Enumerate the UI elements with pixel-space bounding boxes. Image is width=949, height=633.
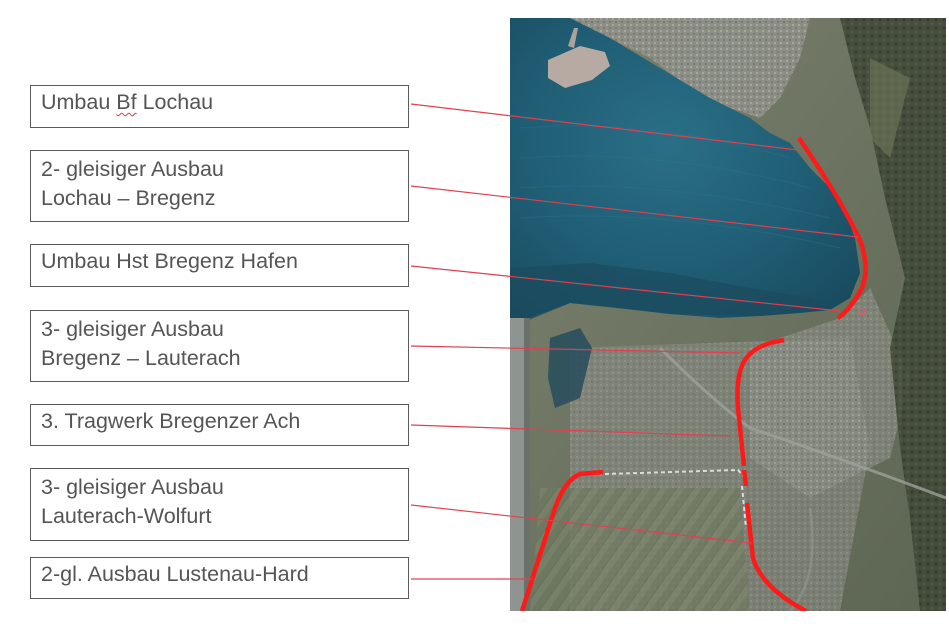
spellcheck-underlined-word[interactable]: Bf <box>116 90 137 114</box>
label-2-gleisiger-ausbau-lochau-bregenz: 2- gleisiger Ausbau Lochau – Bregenz <box>30 150 409 222</box>
label-text-line-1: 3- gleisiger Ausbau <box>41 317 224 341</box>
label-umbau-bf-lochau: Umbau Bf Lochau <box>30 85 409 128</box>
label-2-gl-ausbau-lustenau-hard: 2-gl. Ausbau Lustenau-Hard <box>30 557 409 599</box>
label-3-tragwerk-bregenzer-ach: 3. Tragwerk Bregenzer Ach <box>30 404 409 446</box>
label-umbau-hst-bregenz-hafen: Umbau Hst Bregenz Hafen <box>30 244 409 287</box>
label-text-line-2: Bregenz – Lauterach <box>41 346 241 370</box>
label-text-line-1: 2- gleisiger Ausbau <box>41 157 224 181</box>
label-text: Umbau Bf Lochau <box>41 90 214 114</box>
label-text: Umbau Hst Bregenz Hafen <box>41 249 298 273</box>
label-text: 2-gl. Ausbau Lustenau-Hard <box>41 562 309 586</box>
label-text-line-2: Lauterach-Wolfurt <box>41 504 212 528</box>
aerial-map <box>510 18 946 611</box>
label-text: 3. Tragwerk Bregenzer Ach <box>41 409 301 433</box>
label-text-line-2: Lochau – Bregenz <box>41 186 216 210</box>
aerial-map-image <box>510 18 946 611</box>
label-text-line-1: 3- gleisiger Ausbau <box>41 475 224 499</box>
label-3-gleisiger-ausbau-lauterach-wolfurt: 3- gleisiger Ausbau Lauterach-Wolfurt <box>30 468 409 541</box>
label-3-gleisiger-ausbau-bregenz-lauterach: 3- gleisiger Ausbau Bregenz – Lauterach <box>30 310 409 382</box>
